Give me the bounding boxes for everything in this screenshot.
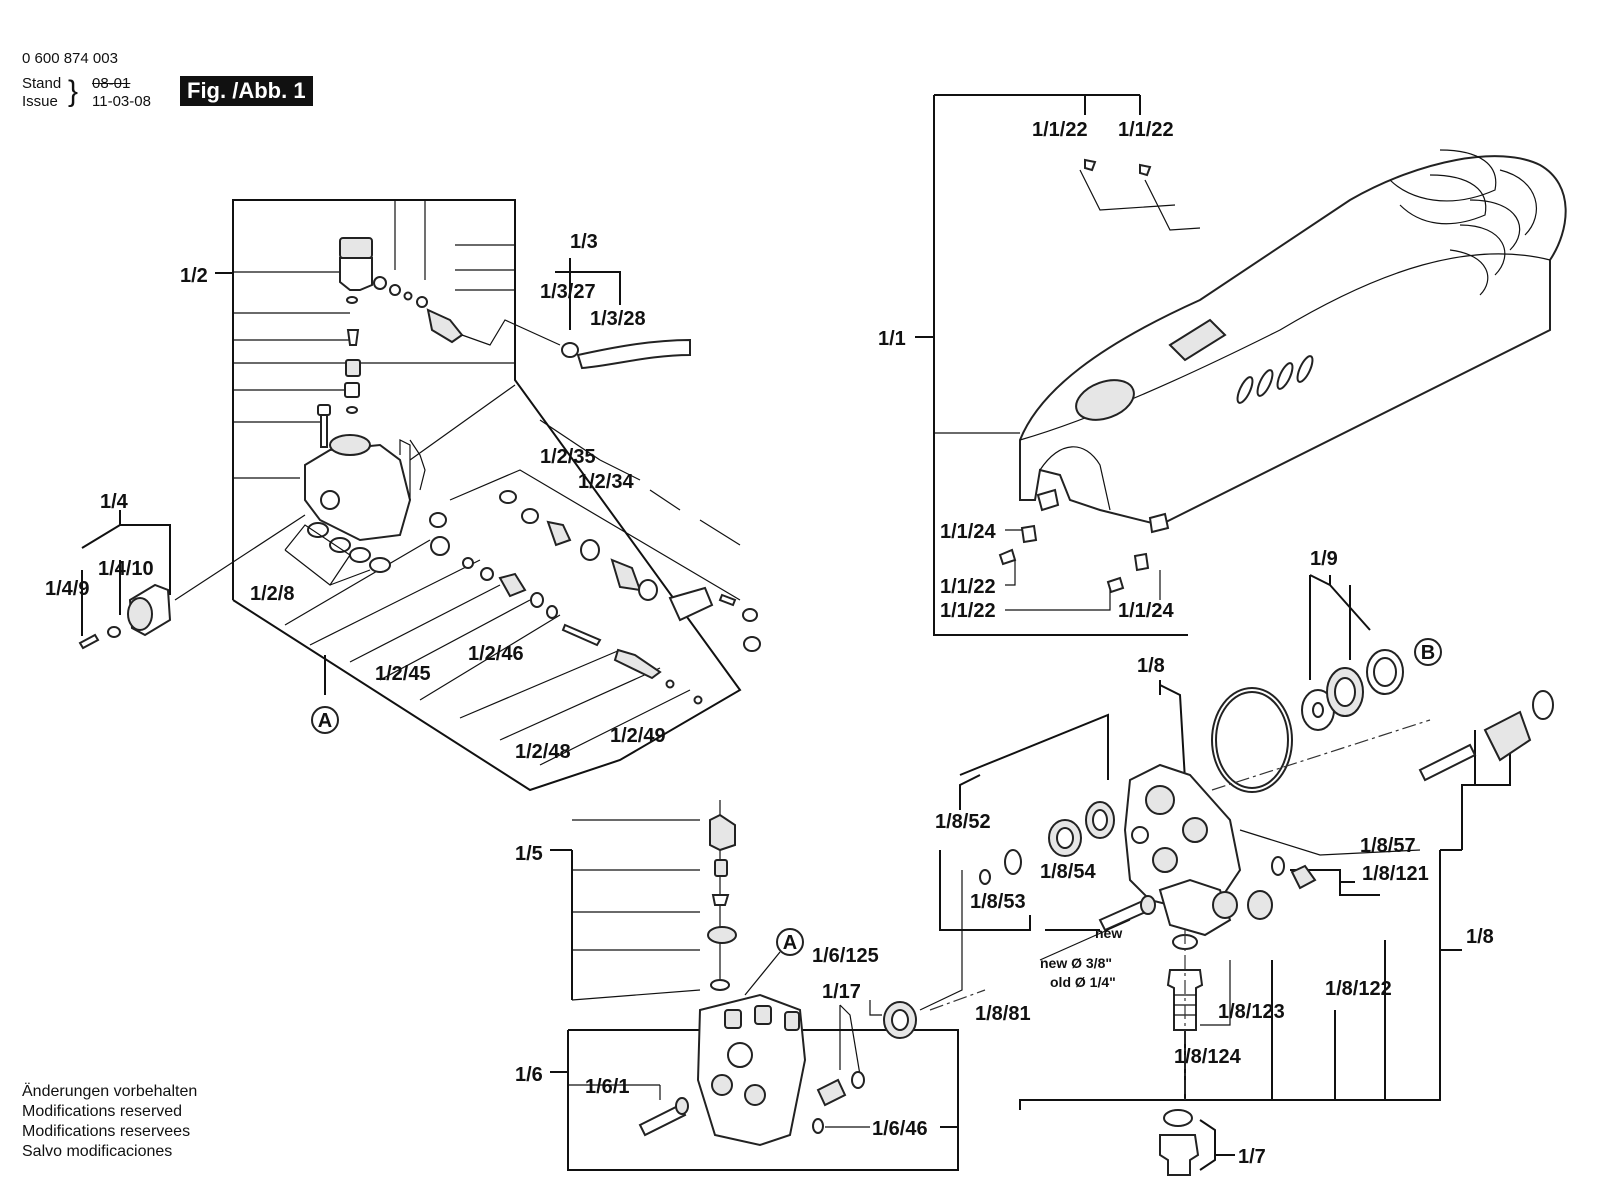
callout-1-8-81: 1/8/81: [975, 1003, 1031, 1025]
callout-1-2-8: 1/2/8: [250, 583, 294, 605]
svg-text:A: A: [318, 710, 332, 732]
footer-line: Änderungen vorbehalten: [22, 1083, 198, 1100]
callout-1-8-top: 1/8: [1137, 655, 1165, 677]
callout-1-1-22-b: 1/1/22: [1118, 119, 1174, 141]
footer-line: Modifications reserved: [22, 1103, 183, 1120]
callout-1-3-28: 1/3/28: [590, 308, 646, 330]
callout-1-8-122: 1/8/122: [1325, 978, 1392, 1000]
callout-1-1-22-c: 1/1/22: [940, 576, 996, 598]
callout-1-5: 1/5: [515, 843, 543, 865]
callout-1-6-1: 1/6/1: [585, 1076, 629, 1098]
callout-1-2: 1/2: [180, 265, 208, 287]
note-old-diameter: old Ø 1/4": [1050, 974, 1116, 990]
callout-1-2-48: 1/2/48: [515, 741, 571, 763]
callout-1-2-35: 1/2/35: [540, 446, 596, 468]
callout-1-1-22-a: 1/1/22: [1032, 119, 1088, 141]
callout-1-9: 1/9: [1310, 548, 1338, 570]
ref-marker-b: B: [1414, 638, 1442, 666]
callout-1-7: 1/7: [1238, 1146, 1266, 1168]
valve-stack-group-1-5: [550, 800, 737, 1001]
issue-label: Issue: [22, 93, 58, 110]
fitting-group-1-7: [1159, 1109, 1235, 1176]
pump-head-group: [939, 680, 1554, 1110]
callout-1-3: 1/3: [570, 231, 598, 253]
callout-1-8-124: 1/8/124: [1174, 1046, 1242, 1068]
footer-notes: Änderungen vorbehalten Modifications res…: [22, 1082, 197, 1162]
ref-marker-a-left: A: [311, 706, 339, 734]
callout-1-1-24-a: 1/1/24: [940, 521, 996, 543]
brace-glyph: }: [68, 75, 79, 108]
callout-1-8-54: 1/8/54: [1040, 861, 1096, 883]
ref-marker-a-center: A: [744, 928, 804, 996]
callout-1-4: 1/4: [100, 491, 129, 513]
callout-1-8-right: 1/8: [1466, 926, 1494, 948]
svg-text:B: B: [1421, 642, 1435, 664]
callout-1-2-34: 1/2/34: [578, 471, 634, 493]
hose-group: [461, 258, 691, 370]
valve-body-parts: [284, 237, 761, 705]
callout-1-6-46: 1/6/46: [872, 1118, 928, 1140]
stand-label: Stand: [22, 75, 62, 92]
valve-group-frame: [215, 199, 742, 792]
callout-labels: 1/2 1/3 1/3/27 1/3/28 1/4 1/4/10 1/4/9 1…: [45, 119, 1494, 1168]
svg-text:A: A: [783, 932, 797, 954]
callout-1-6: 1/6: [515, 1064, 543, 1086]
callout-1-8-53: 1/8/53: [970, 891, 1026, 913]
callout-1-8-57: 1/8/57: [1360, 835, 1416, 857]
note-new: new: [1095, 925, 1122, 941]
cover-group: [915, 94, 1567, 636]
callout-1-1-22-d: 1/1/22: [940, 600, 996, 622]
pump-housing-group: [550, 870, 986, 1171]
callout-1-4-9: 1/4/9: [45, 578, 89, 600]
issue-date: 11-03-08: [92, 93, 151, 110]
callout-1-8-52: 1/8/52: [935, 811, 991, 833]
callout-1-17: 1/17: [822, 981, 861, 1003]
part-number: 0 600 874 003: [22, 50, 118, 67]
callout-1-1-24-b: 1/1/24: [1118, 600, 1174, 622]
callout-1-8-121: 1/8/121: [1362, 863, 1429, 885]
footer-line: Modifications reservees: [22, 1123, 191, 1140]
note-new-diameter: new Ø 3/8": [1040, 955, 1112, 971]
callout-1-2-46: 1/2/46: [468, 643, 524, 665]
callout-1-2-45: 1/2/45: [375, 663, 431, 685]
callout-1-3-27: 1/3/27: [540, 281, 596, 303]
callout-1-8-123: 1/8/123: [1218, 1001, 1285, 1023]
callout-1-4-10: 1/4/10: [98, 558, 154, 580]
knob-group: [78, 510, 306, 650]
seal-group-1-9: [1211, 574, 1404, 793]
figure-label: Fig. /Abb. 1: [180, 76, 313, 106]
footer-line: Salvo modificaciones: [22, 1143, 173, 1160]
callout-1-1: 1/1: [878, 328, 906, 350]
callout-1-2-49: 1/2/49: [610, 725, 666, 747]
old-date: 08-01: [92, 75, 131, 92]
callout-1-6-125: 1/6/125: [812, 945, 879, 967]
